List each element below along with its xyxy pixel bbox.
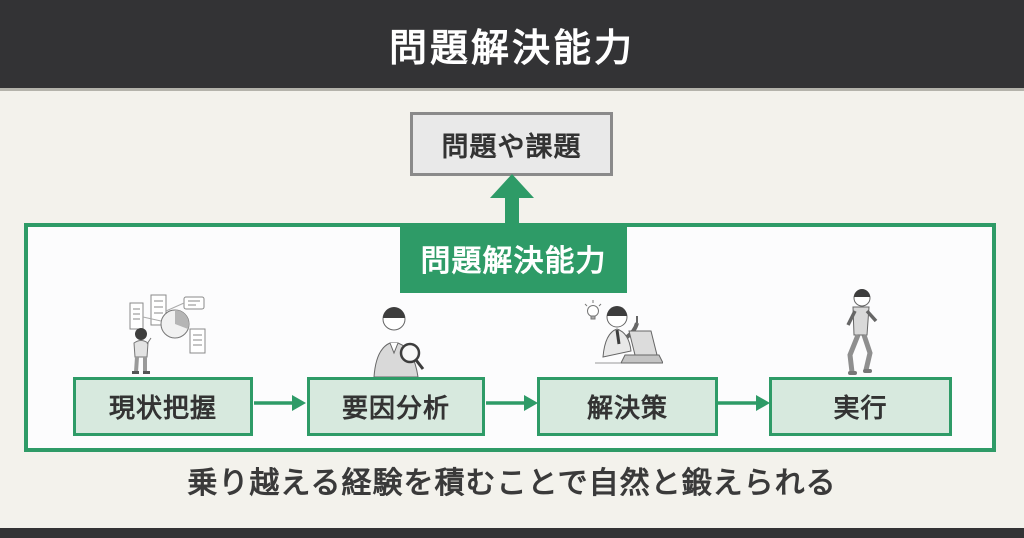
right-arrow-icon — [718, 395, 770, 411]
step-box-solution: 解決策 — [537, 377, 718, 436]
problem-box-label: 問題や課題 — [441, 131, 582, 162]
step-label: 解決策 — [586, 393, 668, 423]
footer-bar — [0, 528, 1024, 538]
step-box-factor-analysis: 要因分析 — [307, 377, 485, 436]
ability-label: 問題解決能力 — [400, 223, 627, 293]
tagline-text: 乗り越える経験を積むことで自然と鍛えられる — [187, 467, 837, 500]
ability-label-text: 問題解決能力 — [420, 245, 607, 278]
person-magnifying-glass-illustration — [373, 307, 425, 377]
step-box-execution: 実行 — [769, 377, 952, 436]
person-walking-illustration — [846, 289, 878, 375]
up-arrow-icon — [490, 174, 534, 230]
right-arrow-icon — [254, 395, 306, 411]
right-arrow-icon — [486, 395, 538, 411]
step-label: 現状把握 — [108, 393, 217, 423]
header-bar: 問題解決能力 — [0, 0, 1024, 91]
step-label: 実行 — [833, 393, 888, 423]
person-laptop-idea-illustration — [584, 300, 663, 364]
page-title: 問題解決能力 — [388, 27, 635, 70]
step-box-current-state: 現状把握 — [73, 377, 253, 436]
person-analyzing-board-illustration — [129, 294, 206, 374]
problem-box: 問題や課題 — [410, 112, 613, 176]
step-label: 要因分析 — [341, 393, 450, 423]
